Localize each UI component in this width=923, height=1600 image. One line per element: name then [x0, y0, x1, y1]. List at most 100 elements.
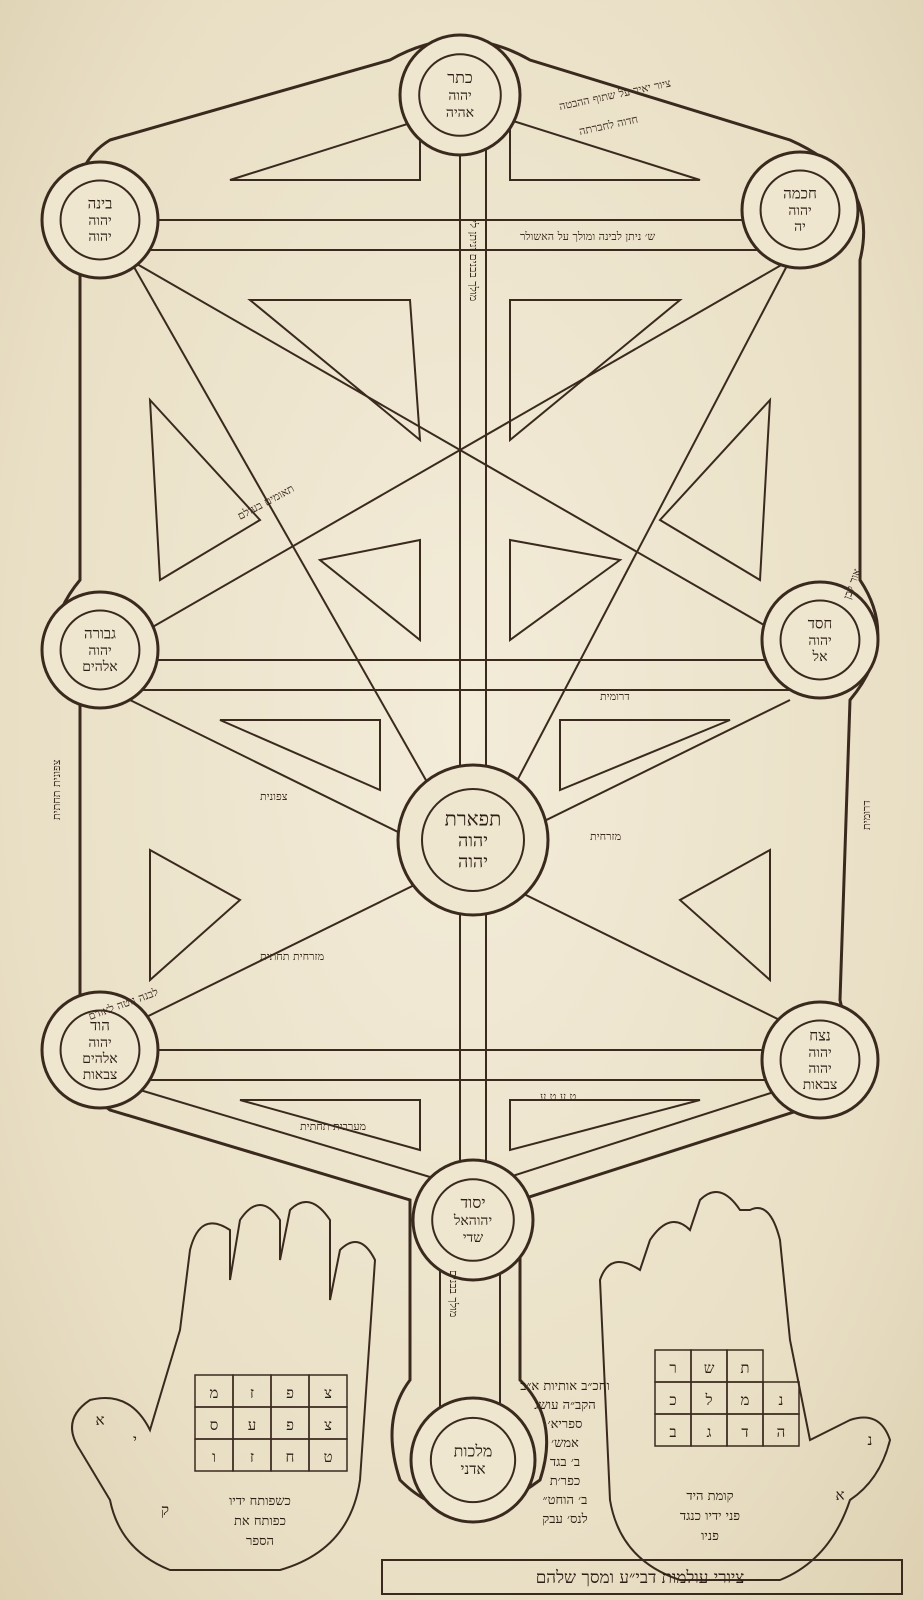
- sefira-inner-ring: [779, 1019, 861, 1101]
- right-hand-grid-letter: ה: [777, 1423, 786, 1441]
- sefira-yesod-line-0: יסוד: [460, 1193, 485, 1212]
- left-thumb-letter: א: [95, 1411, 104, 1429]
- center-text-line: וחכ״ב אותיות א״ב: [520, 1379, 610, 1394]
- sefira-gevurah-line-2: אלהים: [82, 659, 117, 675]
- left-hand-grid-letter: מ: [210, 1384, 219, 1402]
- sefira-netzach-line-2: יהוה: [808, 1061, 831, 1077]
- sefira-outer-ring: [409, 1396, 537, 1524]
- left-hand-outline: [71, 1201, 377, 1571]
- right-hand-grid-letter: מ: [741, 1391, 750, 1409]
- left-hand: [71, 1201, 377, 1571]
- path-text-gevurah-tiferet: צפונית: [260, 790, 288, 803]
- sefira-malchut-line-1: אדני: [460, 1460, 485, 1478]
- bottom-title: ציורי עולמות דבי״ע ומסך שלהם: [536, 1568, 745, 1588]
- sefira-tiferet-line-1: יהוה: [458, 830, 488, 851]
- path-text-keter-tiferet: מולך בבנים וניתן לי: [467, 220, 480, 301]
- right-hand-grid-letter: כ: [669, 1391, 676, 1409]
- right-hand-grid-letter: ל: [704, 1391, 712, 1409]
- right-hand-caption-2: פני ידיו כנגד: [680, 1509, 740, 1524]
- path-netzach-yesod: [499, 1089, 781, 1181]
- left-letter-k: ק: [161, 1501, 169, 1519]
- left-hand-grid-letter: ט: [323, 1448, 332, 1466]
- sefira-keter-line-1: יהוה: [448, 88, 471, 104]
- sefira-chesed-line-0: חסד: [808, 615, 833, 633]
- right-hand-grid-letter: ת: [740, 1359, 749, 1377]
- left-hand-grid-letter: ז: [250, 1384, 254, 1402]
- center-text-line: הקב״ה עושג: [534, 1398, 595, 1413]
- left-hand-grid-letter: ח: [286, 1448, 295, 1466]
- right-hand: [598, 1191, 892, 1581]
- triangle: [148, 397, 262, 582]
- center-text-line: ספריא׳: [548, 1417, 583, 1432]
- sefira-hod-line-0: הוד: [90, 1017, 110, 1035]
- sefira-inner-ring: [59, 1009, 141, 1091]
- sefira-binah-line-1: יהוה: [88, 213, 111, 229]
- path-chochmah-tiferet: [485, 259, 791, 841]
- path-text-hod-tiferet: מזרחית תחתית: [260, 950, 324, 963]
- sefira-keter-line-0: כתר: [447, 68, 472, 87]
- triangle: [509, 1099, 701, 1152]
- path-text-hod-yesod: מערבית תחתית: [300, 1120, 366, 1133]
- triangle: [229, 118, 421, 181]
- sefira-binah-line-0: בינה: [88, 195, 113, 213]
- path-text-chesed-tiferet: דרומית: [600, 690, 630, 703]
- path-hod-yesod: [139, 1089, 441, 1181]
- sefira-chochmah-line-0: חכמה: [783, 185, 817, 203]
- sefira-inner-ring: [418, 53, 502, 137]
- sefira-hod-line-1: יהוה: [88, 1035, 111, 1051]
- right-hand-grid-letter: ש: [704, 1359, 715, 1377]
- left-hand-grid-letter: ו: [212, 1448, 216, 1466]
- right-hand-grid-cell: [762, 1413, 800, 1447]
- path-text-left-column: צפונית תחתית: [50, 759, 63, 820]
- sefira-outer-ring: [411, 1158, 535, 1282]
- left-letter-y: י: [133, 1431, 137, 1449]
- sefira-inner-ring: [429, 1416, 517, 1504]
- left-hand-grid-letter: צ: [324, 1384, 332, 1402]
- triangle: [509, 118, 701, 181]
- triangle: [658, 397, 772, 582]
- right-hand-outline: [598, 1191, 892, 1581]
- sefira-hod-line-2: אלהים: [82, 1051, 117, 1067]
- sefira-chesed-line-1: יהוה: [808, 633, 831, 649]
- triangle: [317, 538, 421, 643]
- sefira-inner-ring: [59, 179, 141, 261]
- path-text-right-column: דרומית: [860, 800, 873, 830]
- triangle: [678, 848, 771, 983]
- sefira-keter-line-2: אהיה: [446, 105, 474, 121]
- triangle-group: [148, 118, 772, 1152]
- sefira-outer-ring: [396, 763, 550, 917]
- sefira-inner-ring: [421, 788, 525, 892]
- sefira-outer-ring: [740, 150, 860, 270]
- path-chochmah-gevurah: [129, 259, 791, 641]
- path-text-top-right: ציור יאיר על שתוף ההבטה: [558, 76, 672, 112]
- sefira-outer-ring: [760, 580, 880, 700]
- sefira-binah-line-2: יהוה: [88, 229, 111, 245]
- left-hand-grid-letter: ע: [248, 1416, 257, 1434]
- sefira-tiferet-line-0: תפארת: [445, 806, 502, 830]
- sefira-outer-ring: [40, 990, 160, 1110]
- left-hand-grid-letter: צ: [324, 1416, 332, 1434]
- sefira-chochmah-line-2: יה: [794, 219, 806, 235]
- right-hand-caption-3: פניו: [701, 1529, 719, 1544]
- path-text-netzach-tiferet: מזרחית: [590, 830, 621, 843]
- sefira-inner-ring: [59, 609, 141, 691]
- sefira-inner-ring: [759, 169, 841, 251]
- sefira-netzach-line-1: יהוה: [808, 1045, 831, 1061]
- triangle: [509, 299, 683, 443]
- sefira-netzach-line-0: נצח: [809, 1027, 831, 1045]
- sefira-gevurah-line-0: גבורה: [84, 625, 116, 643]
- path-text-chesed-outer: אור לבן: [841, 567, 864, 601]
- sefira-outer-ring: [40, 160, 160, 280]
- sefira-outer-ring: [760, 1000, 880, 1120]
